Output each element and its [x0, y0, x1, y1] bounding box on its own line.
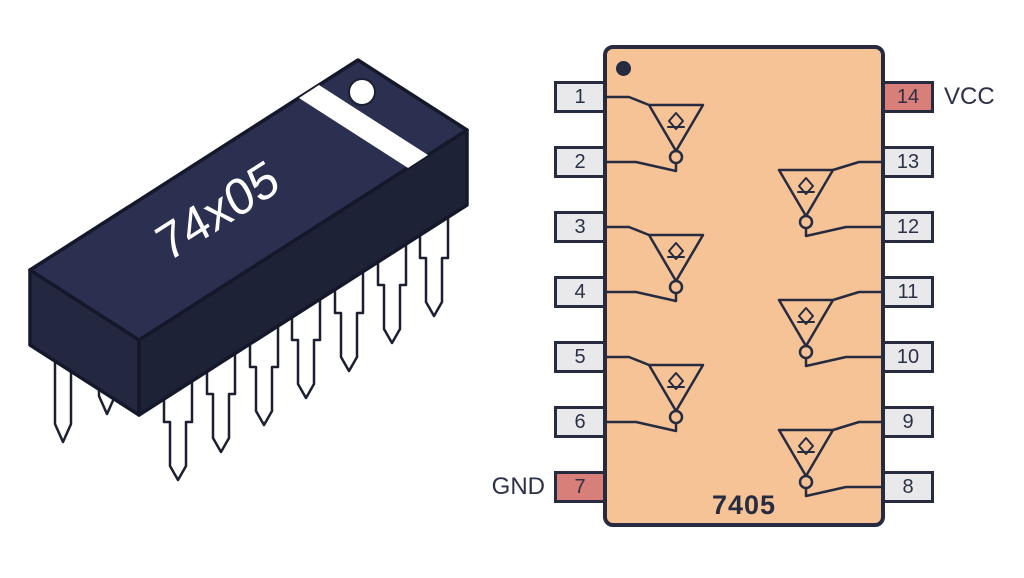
pin-3: 3	[554, 211, 606, 243]
pin-11: 11	[882, 276, 934, 308]
front-pin	[418, 216, 450, 318]
pin-4: 4	[554, 276, 606, 308]
vcc-label: VCC	[944, 83, 995, 110]
front-pin	[333, 271, 365, 373]
front-pin	[290, 298, 322, 400]
pin-13: 13	[882, 146, 934, 178]
pin1-dimple	[348, 78, 376, 106]
front-pin	[248, 325, 280, 427]
package-stripe	[299, 85, 428, 168]
back-pin	[186, 227, 206, 359]
front-pin-row	[162, 216, 450, 482]
back-pin	[53, 312, 73, 444]
pin-12: 12	[882, 211, 934, 243]
back-pin	[141, 255, 161, 387]
back-pin	[230, 199, 250, 331]
pin-8: 8	[882, 471, 934, 503]
front-pin	[376, 243, 408, 345]
gnd-label: GND	[491, 473, 545, 500]
pin-6: 6	[554, 406, 606, 438]
front-pin	[162, 380, 194, 482]
package-left-face	[28, 268, 141, 417]
pin-14-vcc: 14	[882, 81, 934, 113]
pin-9: 9	[882, 406, 934, 438]
chip-part-number: 7405	[711, 490, 777, 520]
pin1-indicator-dot	[616, 61, 631, 76]
package-front-face	[137, 128, 469, 417]
back-pin	[274, 170, 294, 302]
back-pin-row	[53, 142, 338, 444]
pin-5: 5	[554, 341, 606, 373]
chip-package-body	[28, 58, 469, 417]
dip-package-illustration: 74x05	[28, 58, 469, 482]
back-pin	[318, 142, 338, 274]
pin-1: 1	[554, 81, 606, 113]
package-part-number: 74x05	[147, 149, 287, 273]
pin-7-gnd: 7	[554, 471, 606, 503]
package-top-face	[28, 58, 469, 342]
pin-2: 2	[554, 146, 606, 178]
front-pin	[205, 352, 237, 454]
back-pin	[97, 284, 117, 416]
pin-10: 10	[882, 341, 934, 373]
pinout-chip-body	[603, 45, 885, 527]
